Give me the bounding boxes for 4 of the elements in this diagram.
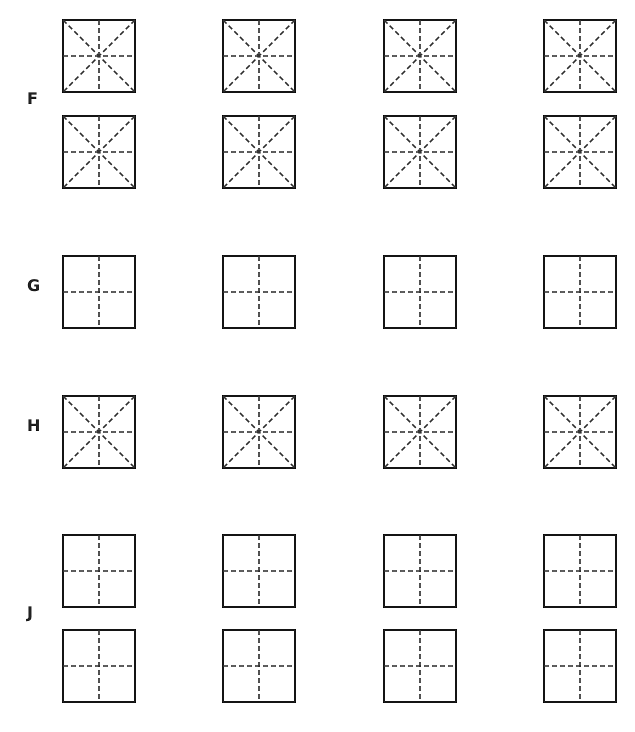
row-label: G: [27, 277, 40, 295]
row-label: J: [27, 604, 33, 622]
row-label: F: [27, 90, 38, 108]
row-label: H: [27, 417, 40, 435]
